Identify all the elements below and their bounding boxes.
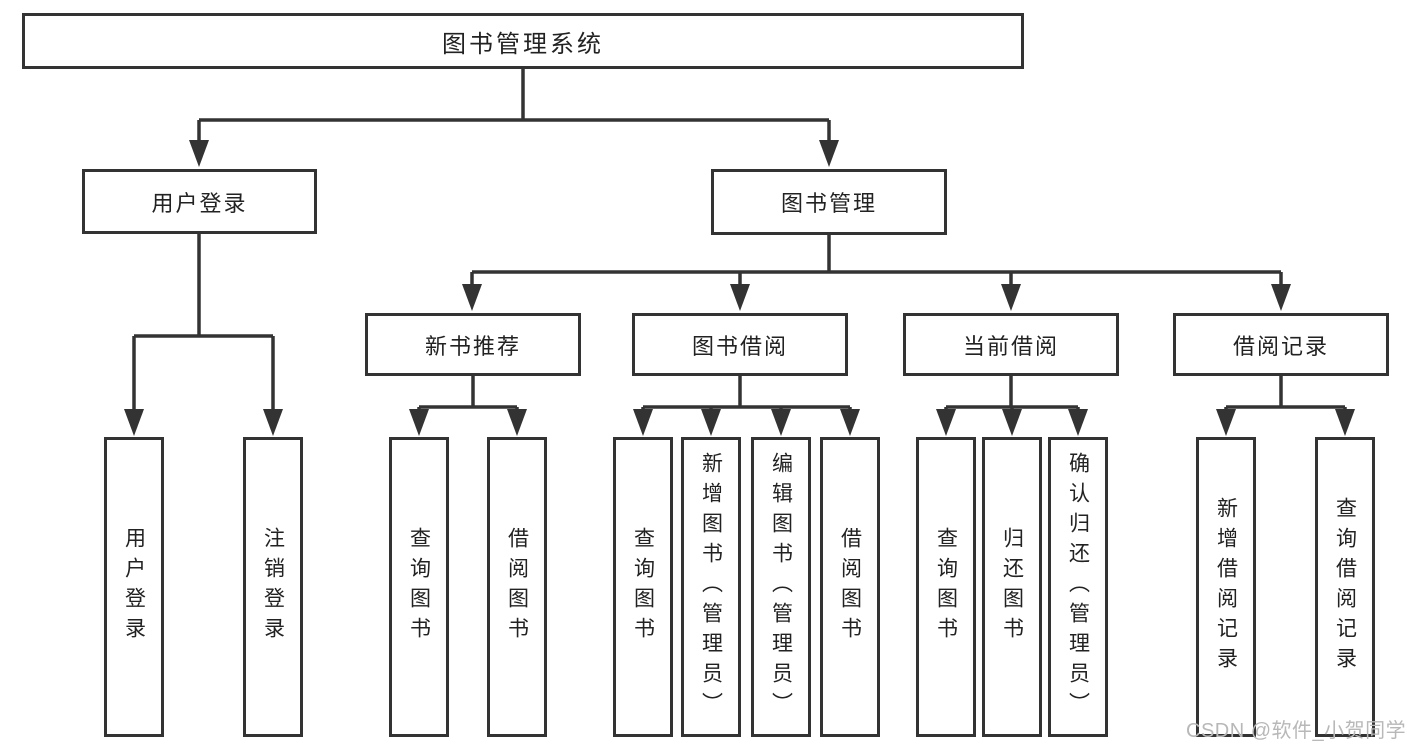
node-label: 归还图书: [1000, 527, 1024, 647]
node-label: 借阅记录: [1232, 333, 1329, 359]
node-label: 当前借阅: [962, 333, 1059, 359]
node-borrow-books-recommend: 借阅图书: [487, 437, 547, 737]
node-label: 查询图书: [407, 527, 431, 647]
node-return-book: 归还图书: [982, 437, 1042, 737]
node-library-management-system: 图书管理系统: [22, 13, 1024, 69]
node-borrowing-records: 借阅记录: [1173, 313, 1389, 376]
node-label: 查询图书: [934, 527, 958, 647]
node-query-books-current: 查询图书: [916, 437, 976, 737]
node-label: 新书推荐: [424, 333, 521, 359]
node-user-login-leaf: 用户登录: [104, 437, 164, 737]
node-add-borrow-record: 新增借阅记录: [1196, 437, 1256, 737]
node-label: 新增图书（管理员）: [699, 452, 723, 722]
node-label: 图书管理系统: [442, 30, 604, 58]
node-label: 查询借阅记录: [1333, 497, 1357, 677]
node-new-book-recommendation: 新书推荐: [365, 313, 581, 376]
node-confirm-return-admin: 确认归还（管理员）: [1048, 437, 1108, 737]
node-query-borrow-record: 查询借阅记录: [1315, 437, 1375, 737]
node-borrow-books-borrowing: 借阅图书: [820, 437, 880, 737]
node-label: 注销登录: [261, 527, 285, 647]
node-label: 图书管理: [780, 191, 877, 216]
node-label: 确认归还（管理员）: [1066, 452, 1090, 722]
node-book-management: 图书管理: [711, 169, 947, 235]
node-current-borrowing: 当前借阅: [903, 313, 1119, 376]
node-label: 用户登录: [151, 190, 248, 216]
node-query-books-recommend: 查询图书: [389, 437, 449, 737]
node-query-books-borrowing: 查询图书: [613, 437, 673, 737]
node-label: 借阅图书: [838, 527, 862, 647]
node-label: 用户登录: [122, 527, 146, 647]
node-label: 编辑图书（管理员）: [769, 452, 793, 722]
node-label: 查询图书: [631, 527, 655, 647]
csdn-watermark: CSDN @软件_小贺同学: [1186, 720, 1405, 742]
node-label: 新增借阅记录: [1214, 497, 1238, 677]
node-add-book-admin: 新增图书（管理员）: [681, 437, 741, 737]
node-edit-book-admin: 编辑图书（管理员）: [751, 437, 811, 737]
node-book-borrowing: 图书借阅: [632, 313, 848, 376]
node-label: 图书借阅: [691, 333, 788, 359]
node-user-login: 用户登录: [82, 169, 317, 234]
node-label: 借阅图书: [505, 527, 529, 647]
node-logout-leaf: 注销登录: [243, 437, 303, 737]
